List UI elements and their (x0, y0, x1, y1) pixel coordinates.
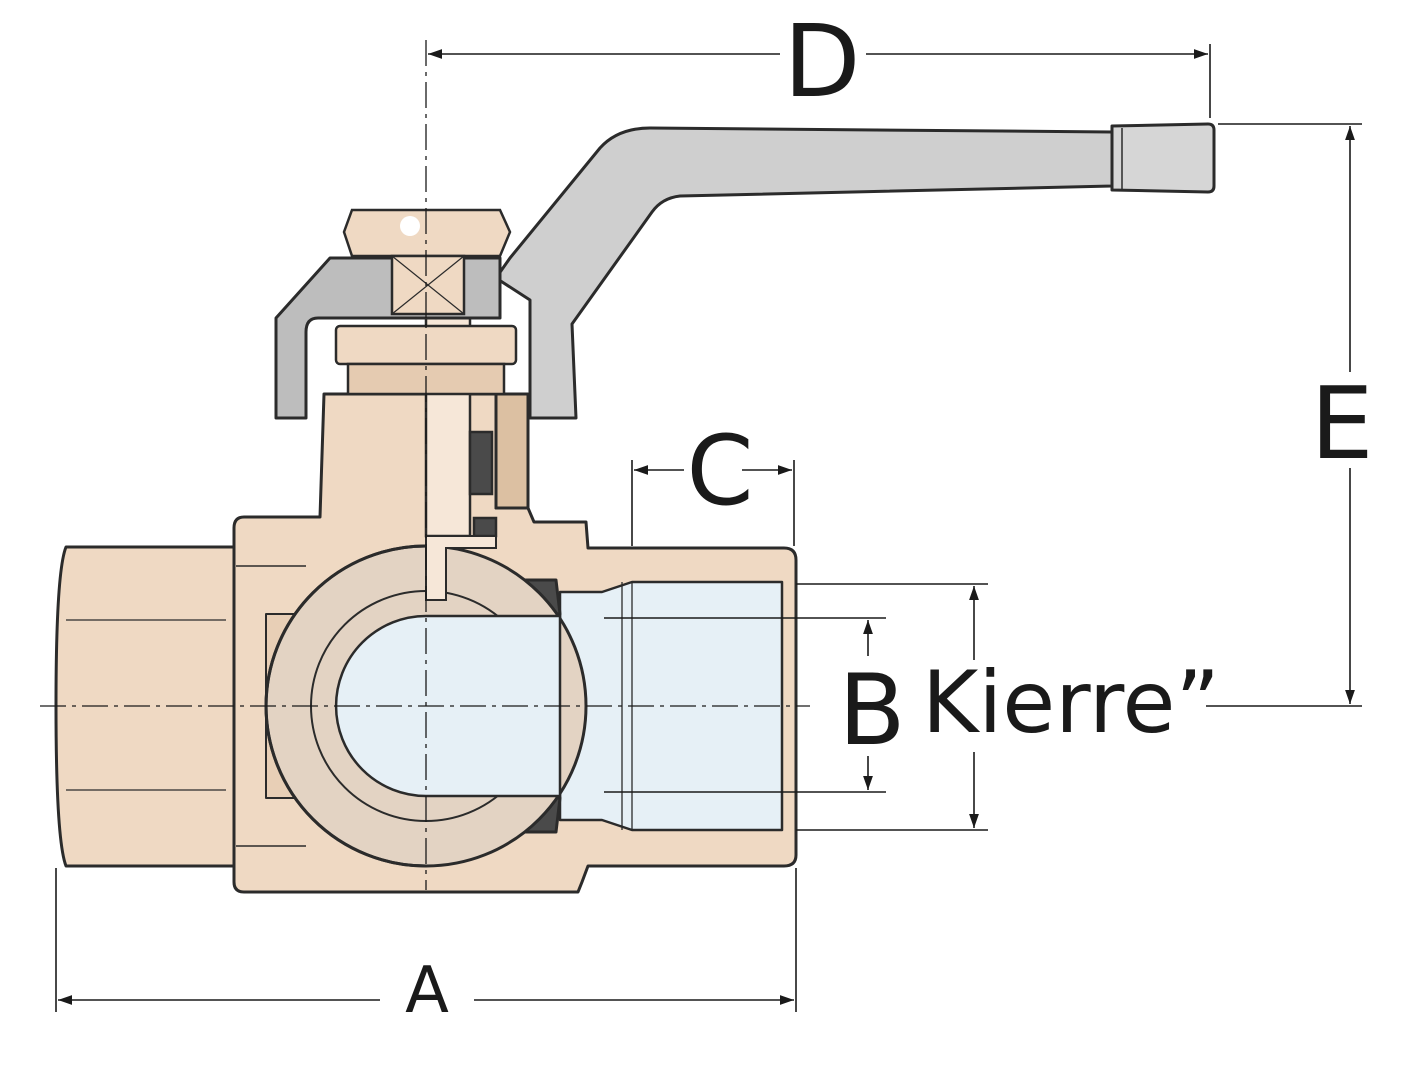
stem-seal-lower (472, 516, 498, 538)
label-d: D (783, 3, 860, 120)
stem-boss (494, 392, 530, 510)
handle-grip (1110, 122, 1216, 194)
label-e: E (1310, 365, 1373, 482)
handle-nut (342, 208, 512, 316)
label-thread: Kierre” (922, 653, 1220, 753)
ball-bore (334, 614, 562, 798)
label-a: A (405, 954, 449, 1028)
label-c: C (686, 415, 753, 527)
handle-lever (494, 126, 1114, 420)
dimensions (55, 44, 1362, 1012)
stem-seal-upper (468, 430, 494, 496)
label-b: B (838, 654, 905, 768)
center-lines (40, 40, 810, 890)
